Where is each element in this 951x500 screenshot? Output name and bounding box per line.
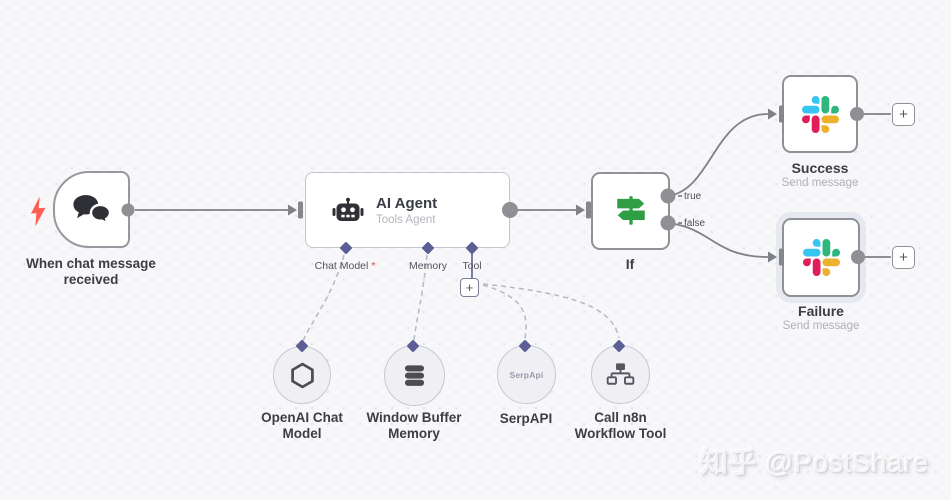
node-ai-agent[interactable]: AI Agent Tools Agent xyxy=(305,172,510,248)
watermark-handle: @PostShare xyxy=(764,447,929,478)
if-true-branch-label: true xyxy=(684,191,702,202)
add-tool-button[interactable]: + xyxy=(460,278,479,297)
n8n-tool-node-label: Call n8n Workflow Tool xyxy=(574,410,667,441)
serpapi-node-label: SerpAPI xyxy=(499,411,553,426)
robot-icon xyxy=(332,197,364,221)
arrowhead-failure-input xyxy=(768,251,777,263)
chat-bubbles-icon xyxy=(72,195,111,226)
node-failure[interactable] xyxy=(782,218,860,297)
ai-agent-subtitle: Tools Agent xyxy=(376,213,436,226)
arrowhead-if-input xyxy=(576,204,585,216)
node-call-n8n-workflow-tool[interactable] xyxy=(591,345,650,404)
edge-if-true-to-success[interactable] xyxy=(667,113,769,197)
failure-node-subtitle: Send message xyxy=(782,320,860,332)
tool-port-label: Tool xyxy=(462,260,482,272)
node-success[interactable] xyxy=(782,75,858,153)
failure-node-label: Failure xyxy=(798,303,844,319)
watermark-brand: 知乎 xyxy=(699,447,757,478)
node-openai-chat-model[interactable] xyxy=(273,346,331,404)
success-node-subtitle: Send message xyxy=(781,177,859,189)
chat-model-port-label: Chat Model * xyxy=(303,260,387,272)
node-when-chat-message-received[interactable] xyxy=(53,171,130,248)
add-node-after-failure-button[interactable]: + xyxy=(892,246,915,269)
edge-tool-to-n8n-tool[interactable] xyxy=(482,283,620,339)
lightning-bolt-icon xyxy=(31,196,46,227)
if-false-branch-label: false xyxy=(684,218,706,229)
success-node-label: Success xyxy=(791,160,849,176)
agent-input-port[interactable] xyxy=(298,201,303,219)
database-icon xyxy=(404,365,425,386)
ai-agent-title: AI Agent xyxy=(376,194,438,212)
arrowhead-agent-input xyxy=(288,204,297,216)
window-buffer-memory-node-label: Window Buffer Memory xyxy=(366,410,462,441)
slack-icon xyxy=(801,95,839,133)
if-node-label: If xyxy=(625,256,635,272)
arrowhead-success-input xyxy=(768,108,777,120)
chat-model-port-text: Chat Model xyxy=(314,260,369,272)
add-node-after-success-button[interactable]: + xyxy=(892,103,915,126)
sitemap-icon xyxy=(606,363,635,385)
signpost-icon xyxy=(616,196,645,225)
node-window-buffer-memory[interactable] xyxy=(384,345,445,406)
edge-tool-to-serpapi[interactable] xyxy=(482,284,527,340)
required-asterisk: * xyxy=(371,260,376,272)
openai-node-label: OpenAI Chat Model xyxy=(261,410,343,441)
edge-if-false-to-failure[interactable] xyxy=(667,222,769,258)
serpapi-logo-text: SerpApi xyxy=(509,369,544,380)
trigger-node-label: When chat message received xyxy=(26,256,156,287)
slack-icon xyxy=(802,239,840,276)
node-serpapi[interactable]: SerpApi xyxy=(497,345,556,404)
node-if[interactable] xyxy=(591,172,670,250)
openai-logo-icon xyxy=(290,362,314,388)
watermark: 知乎@PostShare xyxy=(700,441,929,481)
